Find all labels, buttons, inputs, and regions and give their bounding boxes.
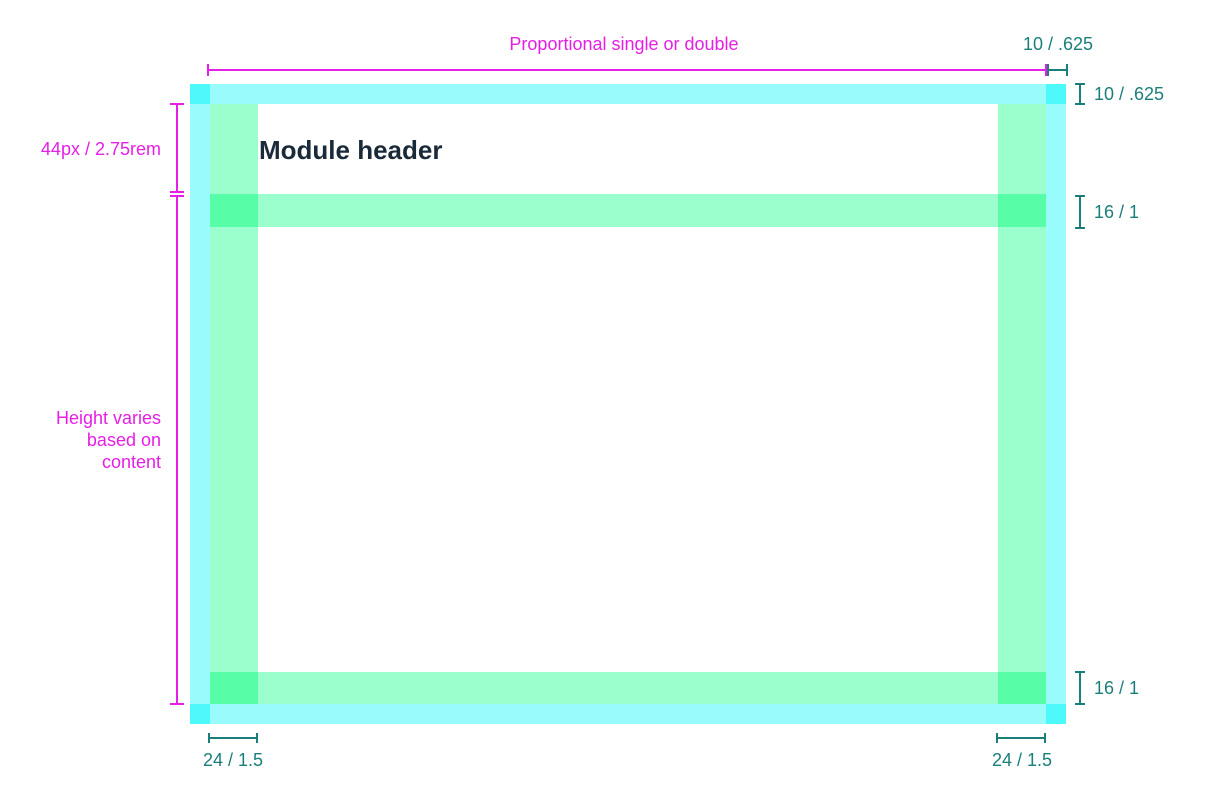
outer-gutter-h-label: 10 / .625 xyxy=(1023,34,1093,54)
inner-padding xyxy=(210,104,1046,704)
gutter-left xyxy=(190,84,210,724)
bottom-padding-measure xyxy=(1075,671,1085,705)
gutter-bottom xyxy=(190,704,1066,724)
padding-overlap-tl xyxy=(210,194,258,227)
content-height-measure xyxy=(170,195,184,705)
gutter-right xyxy=(1046,84,1066,724)
content-height-label-1: Height varies xyxy=(56,408,161,428)
width-measure xyxy=(207,64,1047,76)
padding-overlap-br xyxy=(998,672,1046,704)
padding-top xyxy=(210,194,1046,227)
padding-overlap-bl xyxy=(210,672,258,704)
padding-bottom xyxy=(210,672,1046,704)
padding-overlap-tr xyxy=(998,194,1046,227)
gutter-top xyxy=(190,84,1066,104)
width-label: Proportional single or double xyxy=(509,34,738,54)
right-padding-measure xyxy=(996,733,1046,743)
left-padding-label: 24 / 1.5 xyxy=(203,750,263,770)
outer-gutter-h-measure xyxy=(1047,64,1068,76)
header-height-measure xyxy=(170,103,184,193)
gutter-corner-br xyxy=(1046,704,1066,724)
module-header: Module header xyxy=(259,135,442,165)
outer-gutter-v-label: 10 / .625 xyxy=(1094,84,1164,104)
top-padding-label: 16 / 1 xyxy=(1094,202,1139,222)
top-padding-measure xyxy=(1075,195,1085,229)
right-padding-label: 24 / 1.5 xyxy=(992,750,1052,770)
header-height-label: 44px / 2.75rem xyxy=(41,139,161,159)
content-height-label-3: content xyxy=(102,452,161,472)
outer-gutter xyxy=(190,84,1066,724)
gutter-corner-bl xyxy=(190,704,210,724)
outer-gutter-v-measure xyxy=(1075,83,1085,105)
left-padding-measure xyxy=(208,733,258,743)
content-height-label-2: based on xyxy=(87,430,161,450)
bottom-padding-label: 16 / 1 xyxy=(1094,678,1139,698)
gutter-corner-tl xyxy=(190,84,210,104)
gutter-corner-tr xyxy=(1046,84,1066,104)
